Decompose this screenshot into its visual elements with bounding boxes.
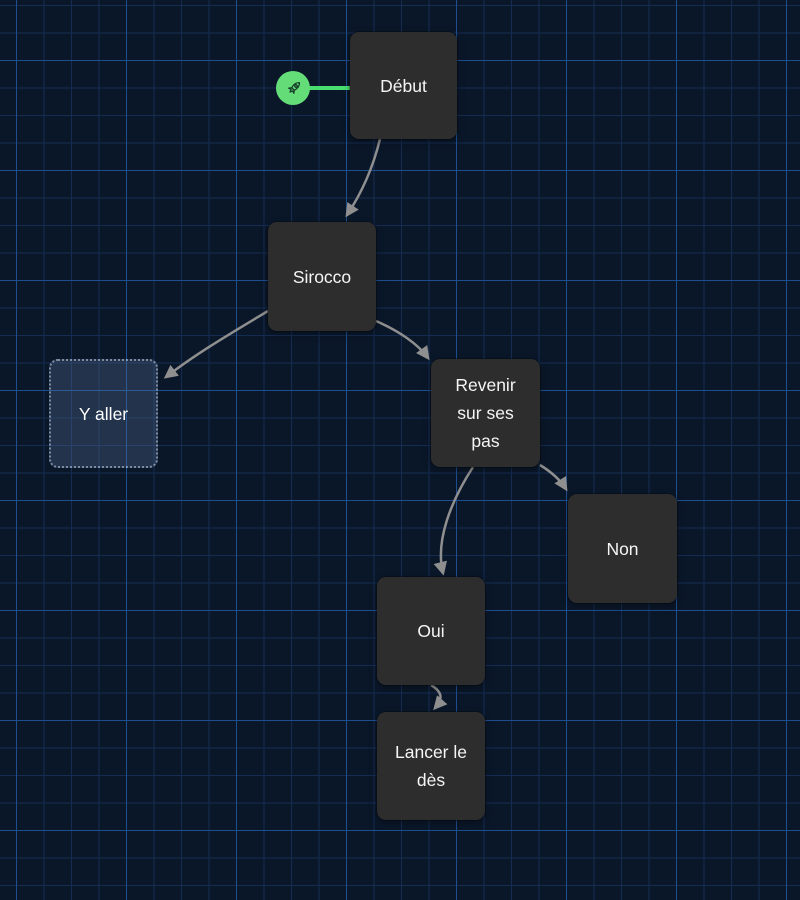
edge-debut-sirocco[interactable] bbox=[345, 138, 382, 218]
node-label: Sirocco bbox=[292, 266, 352, 287]
start-link bbox=[308, 86, 351, 90]
node-non[interactable]: Non bbox=[568, 494, 677, 603]
node-oui[interactable]: Oui bbox=[377, 577, 485, 685]
edge-oui-lancer[interactable] bbox=[430, 683, 448, 711]
node-label: Revenir sur ses pas bbox=[455, 375, 516, 451]
edge-revenir-oui[interactable] bbox=[433, 466, 475, 576]
edge-sirocco-revenir[interactable] bbox=[375, 319, 430, 361]
start-marker[interactable] bbox=[276, 71, 310, 105]
node-lancer[interactable]: Lancer le dès bbox=[377, 712, 485, 820]
node-sirocco[interactable]: Sirocco bbox=[268, 222, 376, 331]
node-label: Non bbox=[606, 538, 639, 559]
node-revenir[interactable]: Revenir sur ses pas bbox=[431, 359, 540, 467]
node-label: Y aller bbox=[78, 403, 129, 424]
node-label: Lancer le dès bbox=[395, 742, 467, 790]
node-debut[interactable]: Début bbox=[350, 32, 457, 139]
node-y-aller[interactable]: Y aller bbox=[49, 359, 158, 468]
edge-revenir-non[interactable] bbox=[539, 463, 568, 492]
edge-sirocco-y-aller[interactable] bbox=[163, 309, 269, 379]
node-label: Début bbox=[380, 75, 427, 96]
node-label: Oui bbox=[417, 621, 445, 641]
rocket-icon bbox=[283, 78, 304, 99]
